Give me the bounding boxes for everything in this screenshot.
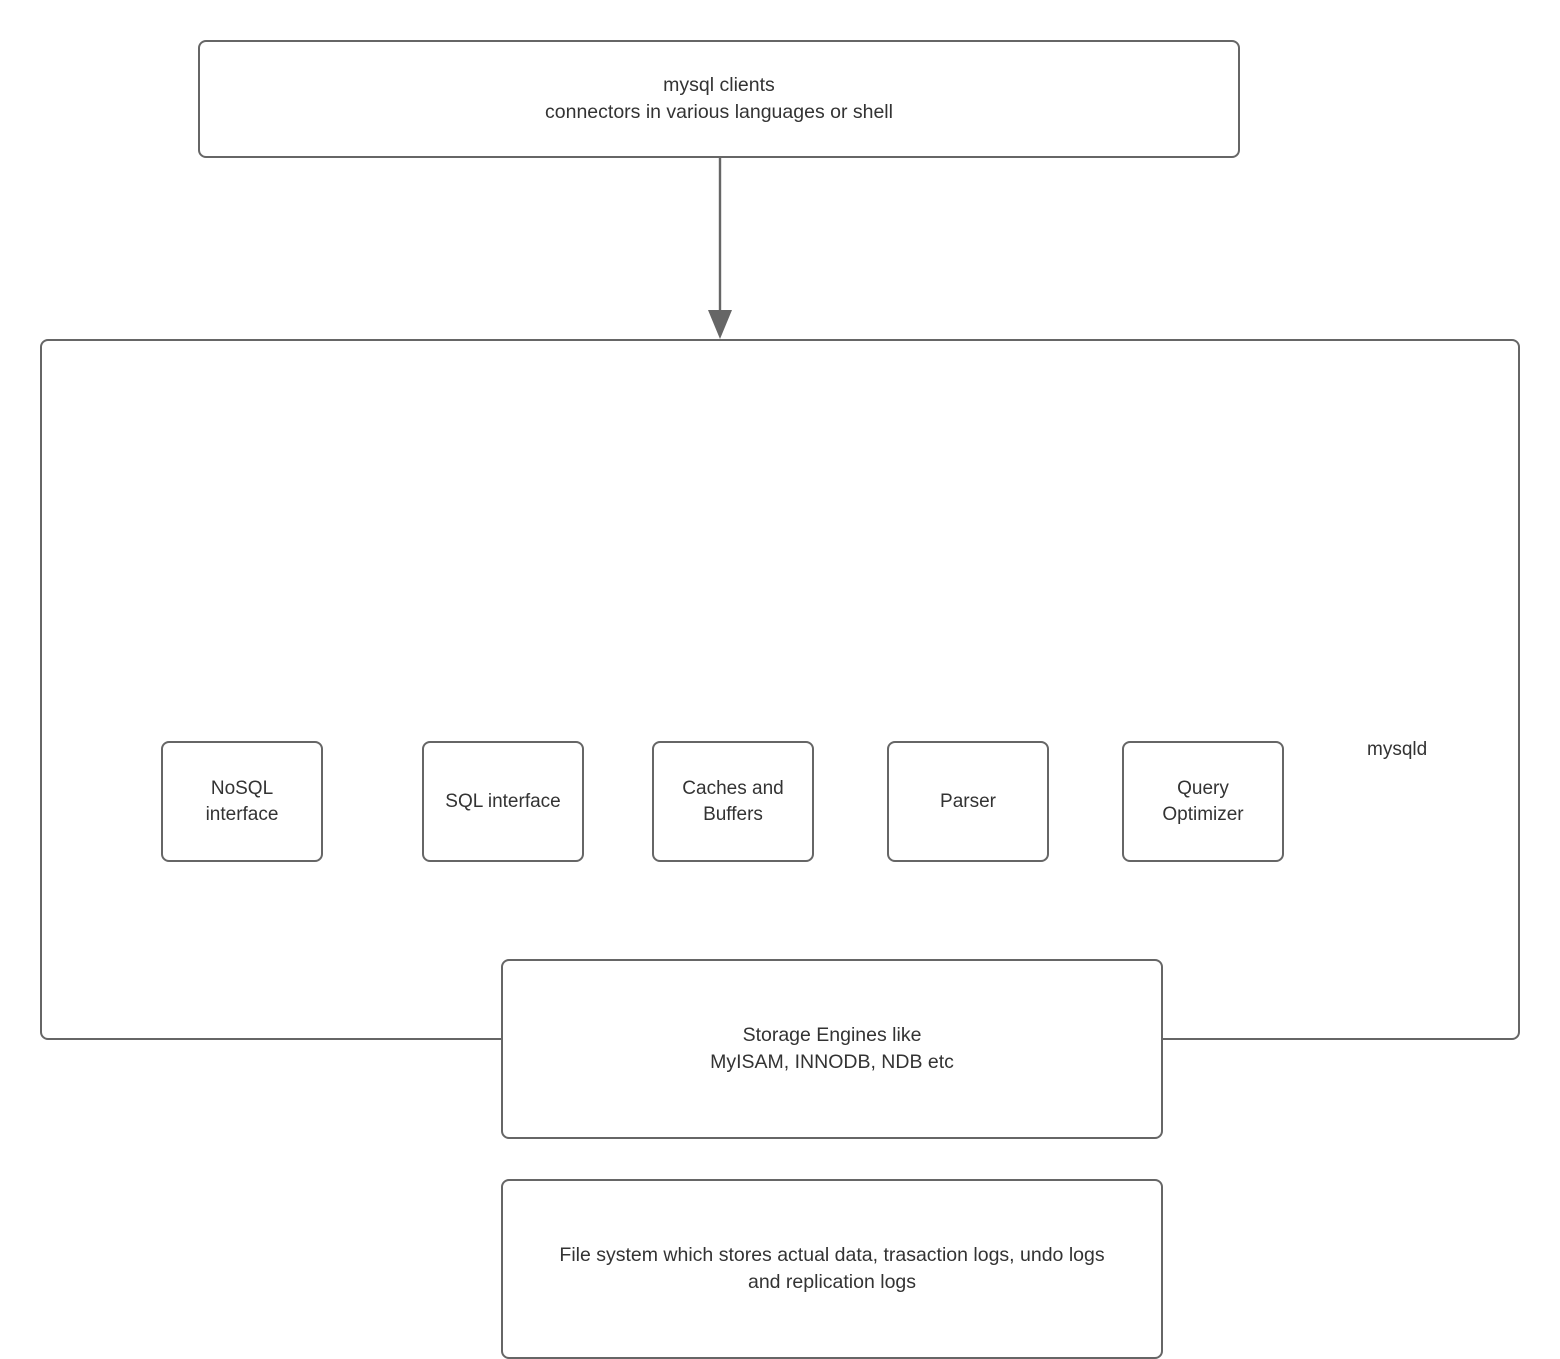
mysql-clients-box[interactable]: mysql clients connectors in various lang… xyxy=(198,40,1240,158)
sql-interface-box[interactable]: SQL interface xyxy=(422,741,584,862)
parser-box[interactable]: Parser xyxy=(887,741,1049,862)
file-system-box[interactable]: File system which stores actual data, tr… xyxy=(501,1179,1163,1359)
storage-engines-box[interactable]: Storage Engines like MyISAM, INNODB, NDB… xyxy=(501,959,1163,1139)
caches-and-buffers-box[interactable]: Caches and Buffers xyxy=(652,741,814,862)
mysqld-container[interactable]: mysqld NoSQL interface SQL interface Cac… xyxy=(40,339,1520,1359)
query-optimizer-box[interactable]: Query Optimizer xyxy=(1122,741,1284,862)
mysqld-label: mysqld xyxy=(1367,739,1428,760)
nosql-interface-box[interactable]: NoSQL interface xyxy=(161,741,323,862)
diagram-canvas: mysql clients connectors in various lang… xyxy=(40,40,1520,1359)
